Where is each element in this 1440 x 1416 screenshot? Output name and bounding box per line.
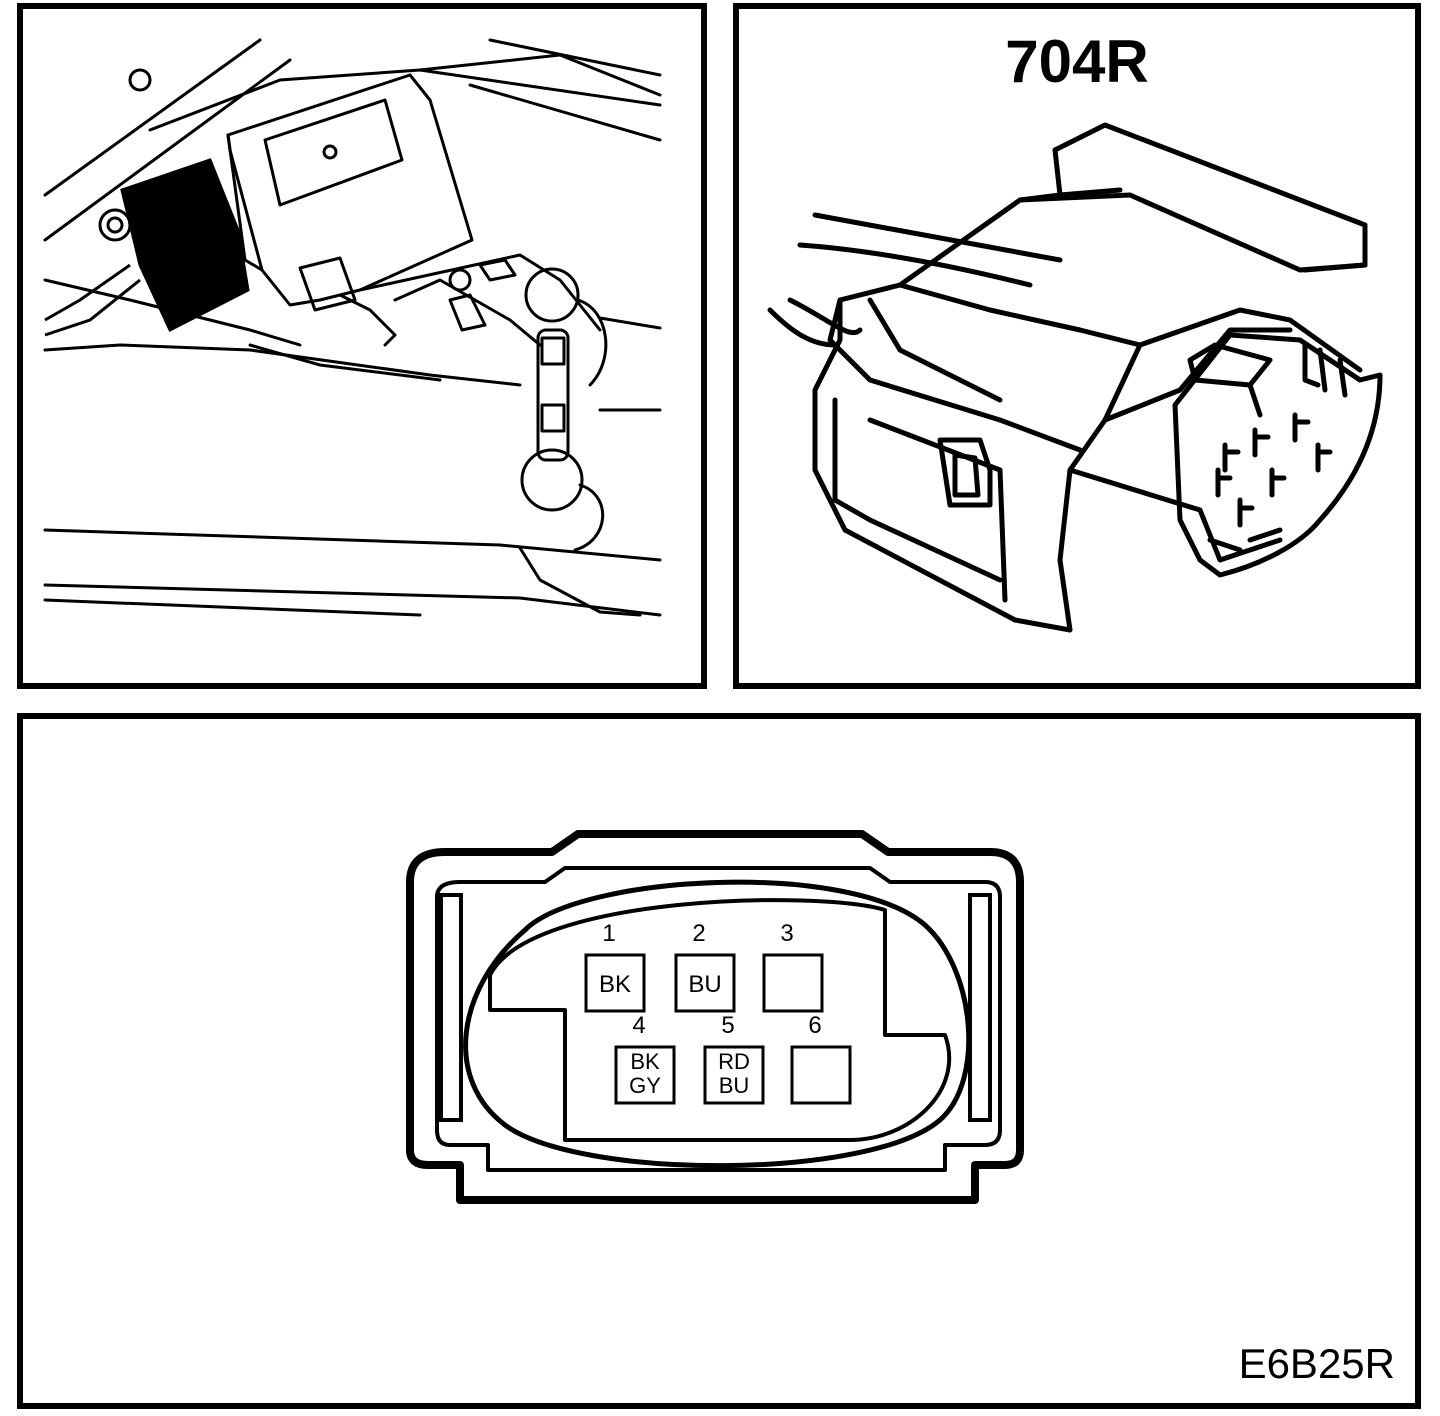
pin-cavity	[703, 1045, 765, 1105]
pin-1: 1BK	[584, 920, 646, 1013]
location-view-panel	[17, 3, 707, 689]
figure-code-label: E6B25R	[1239, 1340, 1395, 1387]
pin-number-label: 4	[632, 1012, 645, 1039]
connector-housing-outline	[406, 830, 1024, 1204]
pin-number-label: 1	[602, 920, 615, 947]
pin-cavity	[614, 1045, 676, 1105]
wire-color-label: BU	[688, 971, 721, 998]
connector-id-label: 704R	[1005, 28, 1148, 95]
wire-color-label: RD	[718, 1049, 750, 1074]
pin-cavity	[790, 1045, 852, 1105]
wire-color-label: BK	[630, 1049, 660, 1074]
pin-3: 3	[762, 920, 824, 1013]
pin-number-label: 5	[721, 1012, 734, 1039]
wire-color-label: GY	[629, 1073, 661, 1098]
pin-cavity	[674, 953, 736, 1013]
pin-number-label: 2	[692, 920, 705, 947]
pin-2: 2BU	[674, 920, 736, 1013]
pin-cavity	[584, 953, 646, 1013]
wire-color-label: BK	[599, 971, 631, 998]
pin-number-label: 3	[780, 920, 793, 947]
pin-cavity	[762, 953, 824, 1013]
pin-6: 6	[790, 1012, 852, 1105]
wire-color-label: BU	[719, 1073, 750, 1098]
pin-number-label: 6	[808, 1012, 821, 1039]
connector-view-panel: 704R	[733, 3, 1421, 689]
